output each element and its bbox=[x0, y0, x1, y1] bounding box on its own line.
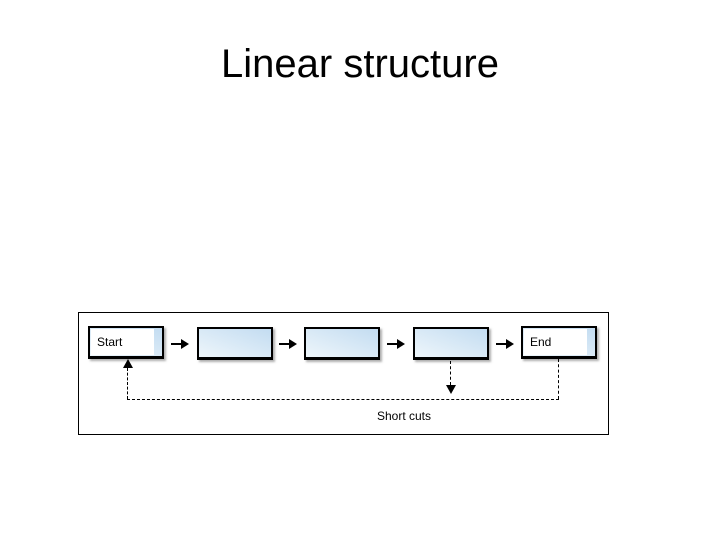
forward-arrow-icon bbox=[171, 339, 189, 349]
node-page-4 bbox=[413, 327, 489, 360]
arrow-head bbox=[506, 339, 514, 349]
arrowhead-up-icon bbox=[123, 359, 133, 368]
arrow-head bbox=[181, 339, 189, 349]
node-start-label: Start bbox=[91, 329, 154, 355]
node-page-3 bbox=[304, 327, 380, 360]
node-page-2 bbox=[197, 327, 273, 360]
arrow-head bbox=[289, 339, 297, 349]
arrow-shaft bbox=[279, 343, 289, 345]
node-end-label: End bbox=[524, 329, 587, 355]
arrow-head bbox=[397, 339, 405, 349]
node-end: End bbox=[521, 326, 597, 359]
forward-arrow-icon bbox=[496, 339, 514, 349]
arrow-shaft bbox=[496, 343, 506, 345]
node-start: Start bbox=[88, 326, 164, 359]
forward-arrow-icon bbox=[387, 339, 405, 349]
forward-arrow-icon bbox=[279, 339, 297, 349]
arrow-shaft bbox=[171, 343, 181, 345]
linear-structure-diagram: Start End Short cuts bbox=[78, 312, 609, 435]
shortcut-line-to-start bbox=[127, 368, 128, 399]
slide-title: Linear structure bbox=[221, 42, 499, 86]
shortcut-label: Short cuts bbox=[376, 409, 432, 423]
arrowhead-down-icon bbox=[446, 385, 456, 394]
shortcut-line-from-page-4 bbox=[450, 361, 451, 385]
arrow-shaft bbox=[387, 343, 397, 345]
shortcut-line-horizontal bbox=[127, 399, 559, 400]
shortcut-line-from-end bbox=[558, 359, 559, 399]
